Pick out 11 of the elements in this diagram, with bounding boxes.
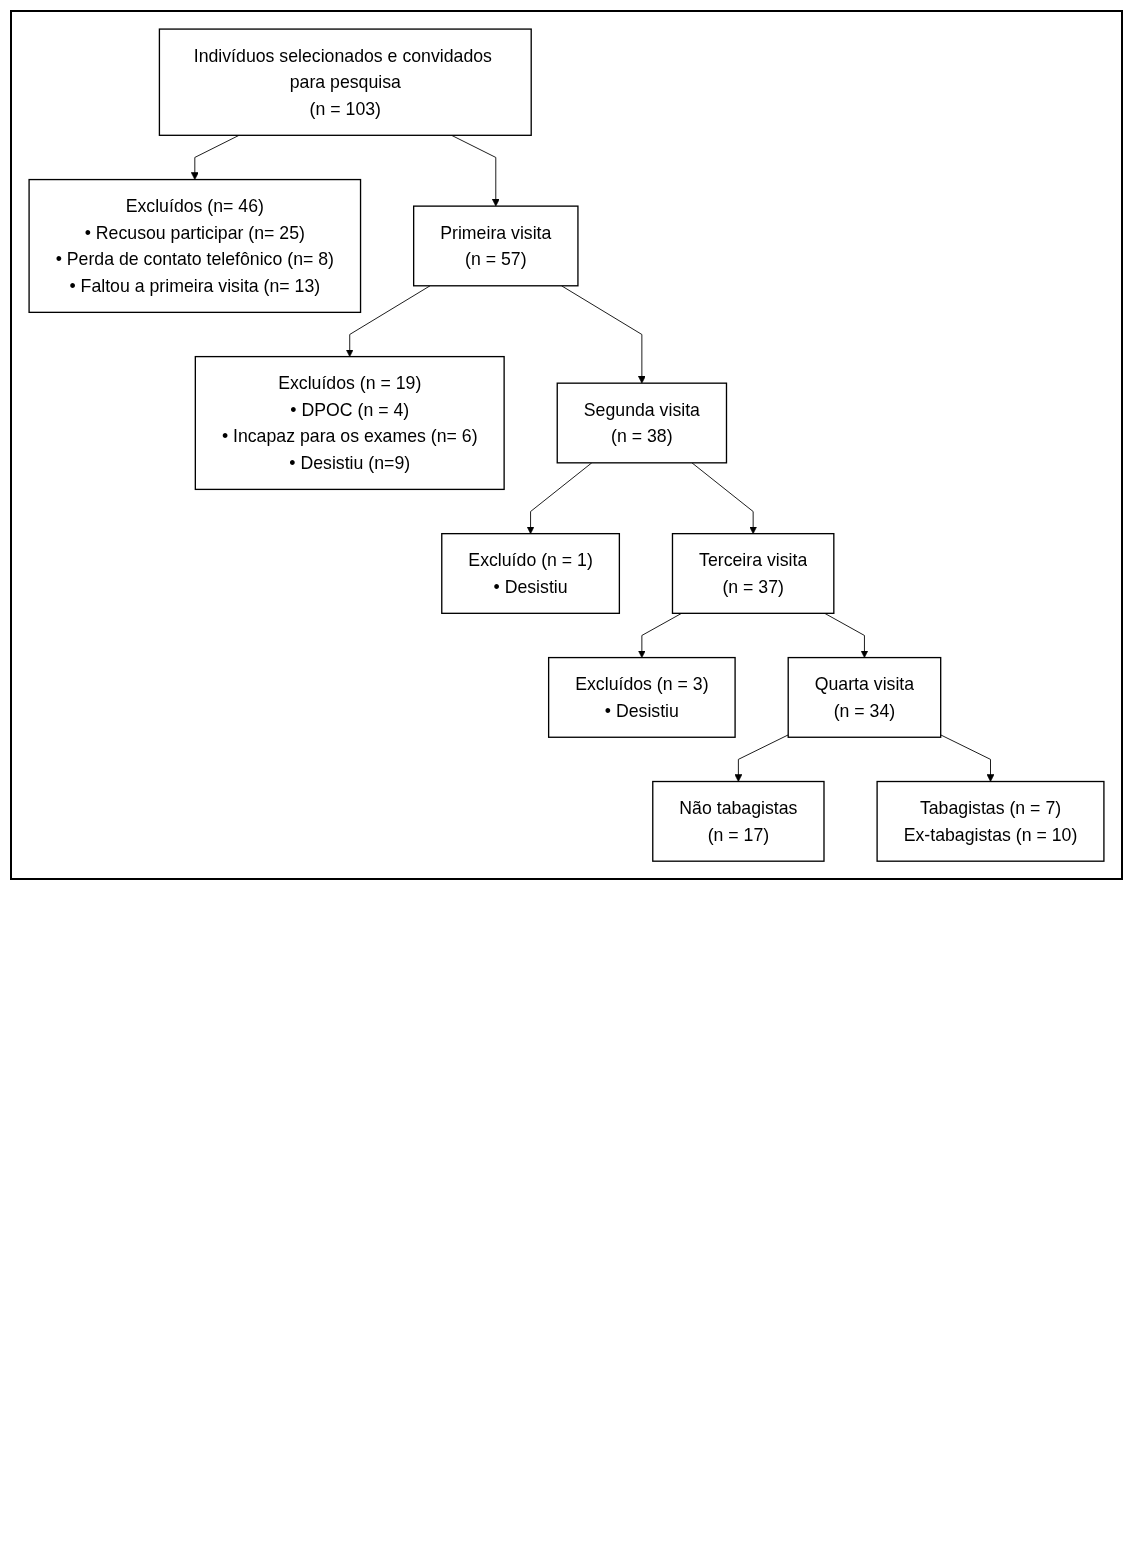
node-box: Indivíduos selecionados e convidados para pesquisa (n = 103) xyxy=(158,28,532,136)
node-box: Excluídos (n= 46) • Recusou participar (n= 25) • Perda de contato telefônico (n= 8) • Faltou a primeira visita (n= 13) xyxy=(28,178,362,313)
node-box: Excluído (n = 1) • Desistiu xyxy=(441,533,621,614)
node-box: Quarta visita (n = 34) xyxy=(787,656,942,738)
node-box: Não tabagistas (n = 17) xyxy=(652,780,825,862)
node-box: Excluídos (n = 3) • Desistiu xyxy=(547,656,736,738)
node-box: Terceira visita (n = 37) xyxy=(671,533,835,614)
node-box: Excluídos (n = 19) • DPOC (n = 4) • Incapaz para os exames (n= 6) • Desistiu (n=9) xyxy=(194,355,505,491)
node-box: Primeira visita (n = 57) xyxy=(413,205,579,287)
node-box: Segunda visita (n = 38) xyxy=(556,382,728,464)
node-box: Tabagistas (n = 7) Ex-tabagistas (n = 10) xyxy=(876,780,1105,862)
